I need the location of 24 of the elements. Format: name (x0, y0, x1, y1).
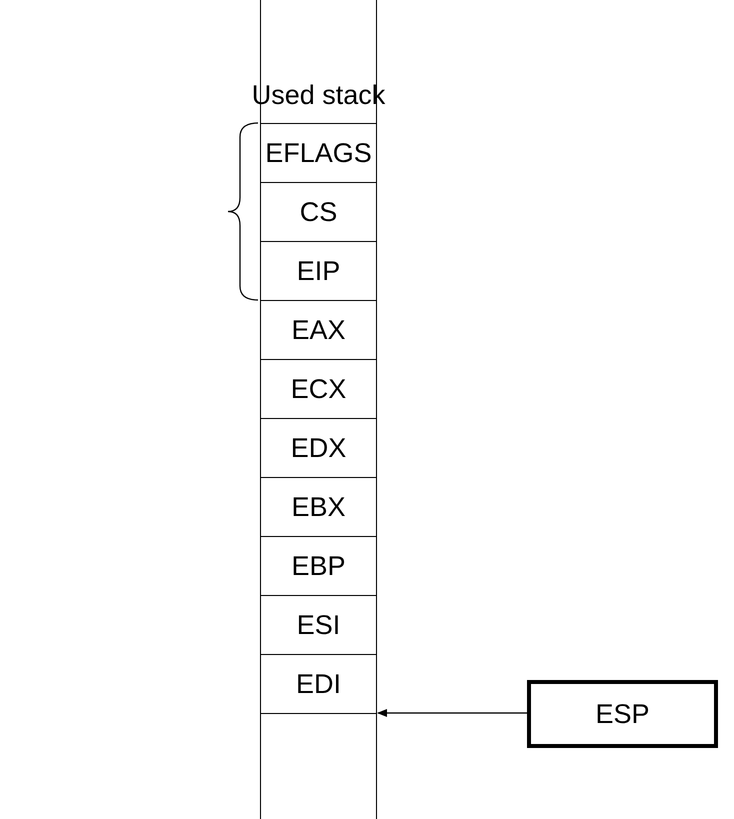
slot-label: EDX (290, 432, 346, 464)
register-box (527, 680, 718, 748)
slot-label: EBP (291, 550, 346, 582)
slot-label: EAX (291, 314, 346, 346)
stack-slot (260, 182, 377, 241)
stack-slot (260, 123, 377, 182)
slot-label: CS (300, 196, 338, 228)
stack-slot (260, 595, 377, 654)
stack-slot (260, 418, 377, 477)
slot-label: EIP (296, 256, 340, 286)
stack-slot (260, 536, 377, 595)
stack-slot (260, 654, 377, 713)
stack-slot (260, 241, 377, 300)
slot-label: EBX (291, 492, 346, 522)
slot-label: EFLAGS (265, 138, 372, 168)
stack-slot (260, 477, 377, 536)
stack-slot (260, 300, 377, 359)
arrow (377, 709, 527, 717)
slot-label: ECX (290, 374, 346, 404)
register-label: ESP (595, 698, 650, 730)
slot-label: ESI (296, 610, 340, 640)
free-stack-slot (260, 713, 377, 819)
slot-label: EDI (296, 668, 341, 700)
stack-slot (260, 359, 377, 418)
